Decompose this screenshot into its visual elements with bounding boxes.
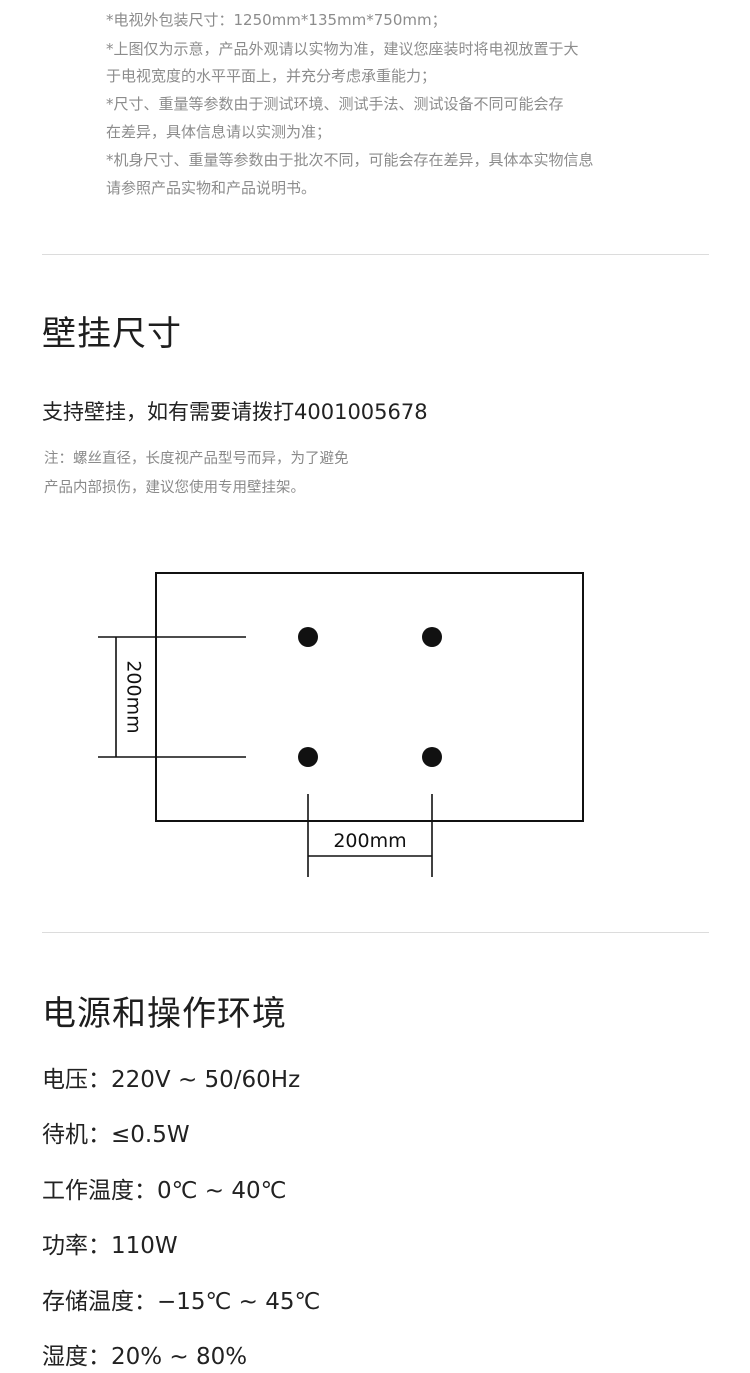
vertical-dimension-label: 200mm <box>123 660 145 733</box>
mount-hole <box>422 627 442 647</box>
note-line: *电视外包装尺寸：1250mm*135mm*750mm； <box>106 11 447 29</box>
wall-mount-support-text: 支持壁挂，如有需要请拨打4001005678 <box>42 400 428 424</box>
spec-storage-temperature: 存储温度：−15℃ ~ 45℃ <box>42 1289 321 1315</box>
horizontal-dimension-label: 200mm <box>333 830 406 852</box>
screw-note-line: 产品内部损伤，建议您使用专用壁挂架。 <box>44 480 305 496</box>
mount-hole <box>298 747 318 767</box>
spec-power: 功率：110W <box>42 1233 178 1259</box>
note-line: 在差异，具体信息请以实测为准； <box>106 123 332 141</box>
note-line: *尺寸、重量等参数由于测试环境、测试手法、测试设备不同可能会存 <box>106 95 564 113</box>
spec-operating-temperature: 工作温度：0℃ ~ 40℃ <box>42 1178 287 1204</box>
tv-back-outline <box>155 572 584 822</box>
vesa-diagram-svg: 200mm 200mm <box>98 572 584 877</box>
mount-hole <box>422 747 442 767</box>
section-divider <box>42 254 709 255</box>
mount-hole <box>298 627 318 647</box>
note-line: 于电视宽度的水平平面上，并充分考虑承重能力； <box>106 67 437 85</box>
screw-note-line: 注：螺丝直径，长度视产品型号而异，为了避免 <box>44 451 349 467</box>
note-line: 请参照产品实物和产品说明书。 <box>106 179 317 197</box>
spec-standby: 待机：≤0.5W <box>42 1122 190 1148</box>
vesa-diagram: 200mm 200mm <box>0 540 750 900</box>
power-environment-title: 电源和操作环境 <box>42 994 287 1034</box>
spec-humidity: 湿度：20% ~ 80% <box>42 1344 248 1370</box>
spec-voltage: 电压：220V ~ 50/60Hz <box>42 1067 301 1093</box>
wall-mount-title: 壁挂尺寸 <box>42 314 182 354</box>
note-line: *机身尺寸、重量等参数由于批次不同，可能会存在差异，具体本实物信息 <box>106 151 594 169</box>
section-divider <box>42 932 709 933</box>
note-line: *上图仅为示意，产品外观请以实物为准，建议您座装时将电视放置于大 <box>106 40 579 58</box>
